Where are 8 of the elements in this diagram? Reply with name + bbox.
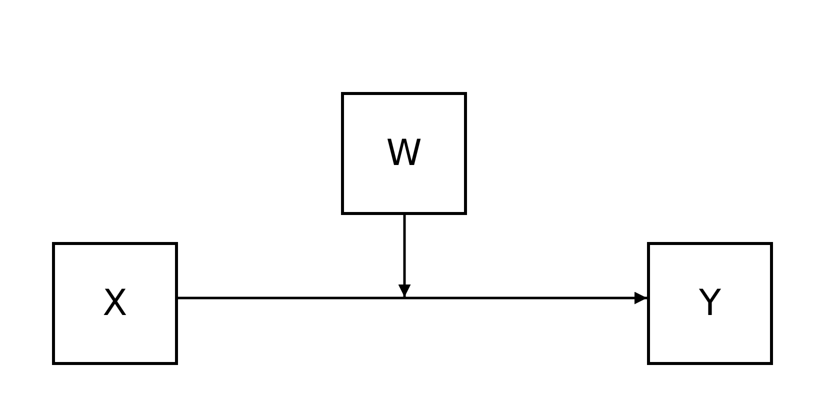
variable-label: Y	[699, 283, 721, 324]
arrow	[398, 215, 411, 297]
variable-label: W	[386, 133, 422, 174]
variable-box	[52, 242, 178, 365]
variable-box	[341, 92, 467, 215]
arrow	[178, 292, 647, 304]
variable-label: X	[102, 283, 128, 324]
variable-box	[647, 242, 773, 365]
